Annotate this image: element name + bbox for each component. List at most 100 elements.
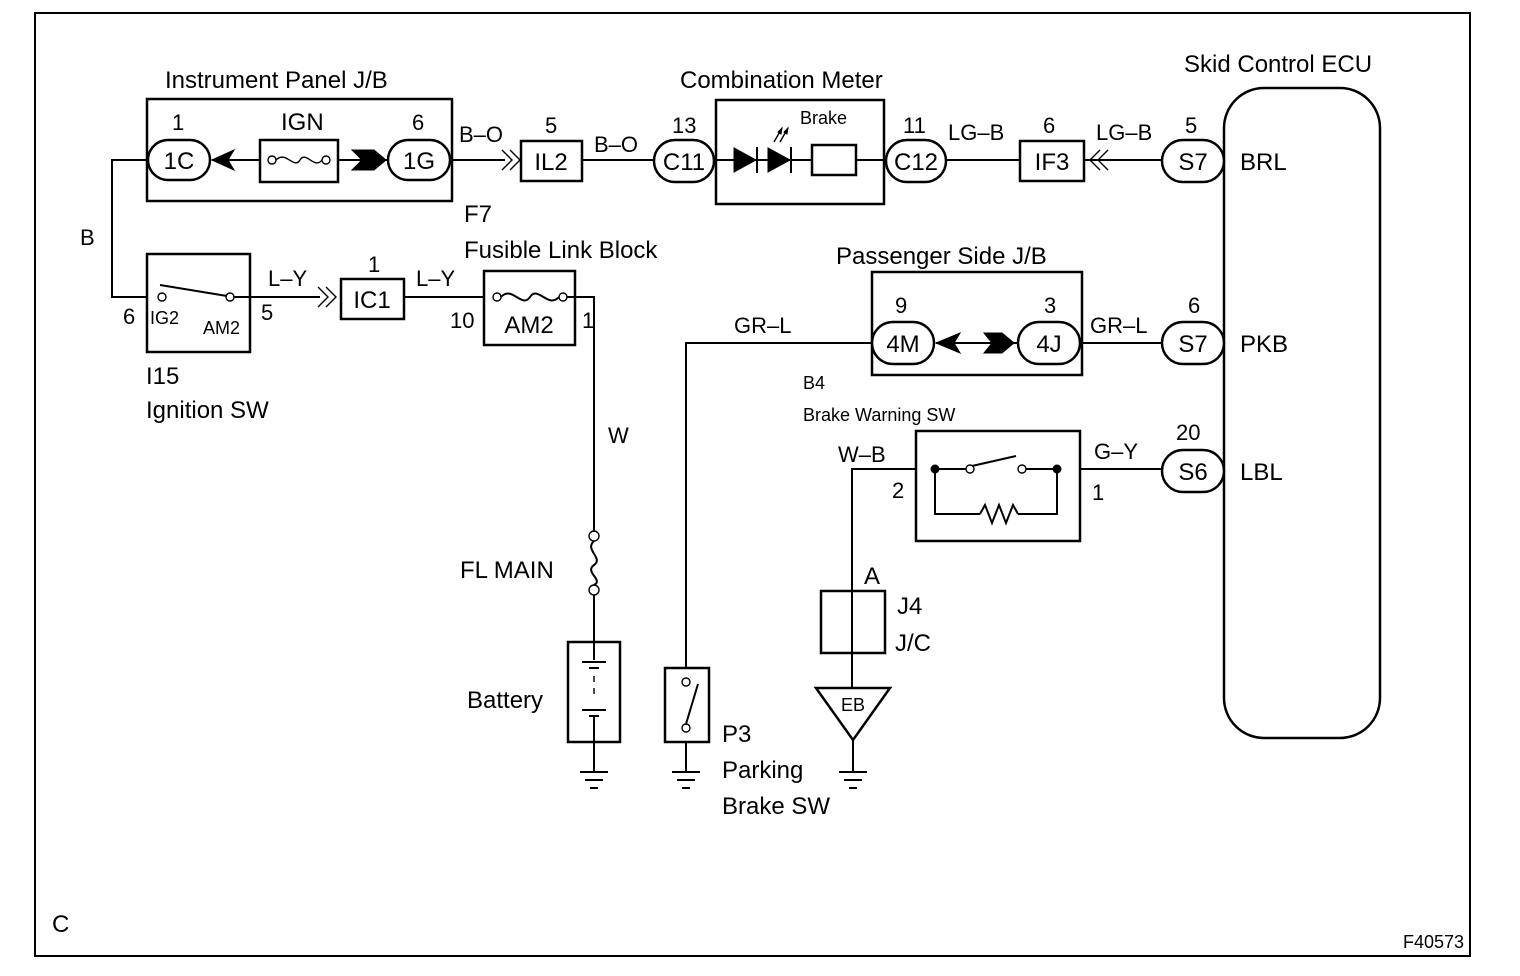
- ecu-connector-s7-pkb: S7: [1178, 331, 1207, 358]
- figure-id: F40573: [1403, 932, 1464, 952]
- resistor-icon: [979, 502, 1019, 526]
- ground-icon: [672, 771, 700, 789]
- combination-meter-title: Combination Meter: [680, 67, 883, 94]
- pjb-pin-3: 3: [1044, 293, 1056, 318]
- wire-l-y-label-1: L–Y: [268, 266, 307, 291]
- skid-control-ecu-title: Skid Control ECU: [1184, 51, 1372, 78]
- connector-chevron-icon: [350, 149, 387, 171]
- fusible-link-ref: F7: [464, 201, 492, 228]
- brake-warning-ref: B4: [803, 373, 825, 393]
- brake-warning-pin-1: 1: [1092, 480, 1104, 505]
- switch-contact-icon: [159, 284, 228, 297]
- ic1-label: IC1: [353, 287, 390, 314]
- c11-pin: 13: [672, 113, 696, 138]
- connector-chevron-icon: [934, 331, 962, 355]
- passenger-side-jb-title: Passenger Side J/B: [836, 243, 1047, 270]
- connector-1g: 1G: [403, 148, 435, 175]
- connector-4m: 4M: [886, 331, 919, 358]
- pjb-pin-9: 9: [895, 293, 907, 318]
- pin-1: 1: [172, 110, 184, 135]
- parking-brake-name-1: Parking: [722, 757, 803, 784]
- if3-pin: 6: [1043, 113, 1055, 138]
- ign-fuse-label: IGN: [281, 109, 324, 136]
- wire-w-label: W: [608, 423, 629, 448]
- wire-l-y-label-2: L–Y: [416, 266, 455, 291]
- ground-eb-label: EB: [841, 695, 865, 715]
- j4-ref: J4: [897, 593, 922, 620]
- junction-if3: 6 IF3: [1018, 113, 1086, 183]
- instrument-panel-jb-title: Instrument Panel J/B: [165, 67, 388, 94]
- il2-label: IL2: [534, 149, 567, 176]
- battery-label: Battery: [467, 687, 543, 714]
- fusible-link-pin-10: 10: [450, 308, 474, 333]
- wire-b-o-label-2: B–O: [594, 132, 638, 157]
- ign-sw-pin-6: 6: [123, 304, 135, 329]
- fl-main-label: FL MAIN: [460, 557, 554, 584]
- ign-sw-pin-5: 5: [261, 300, 273, 325]
- ecu-connector-s7-brl: S7: [1178, 149, 1207, 176]
- c12-pin: 11: [903, 113, 926, 138]
- fl-main: FL MAIN: [460, 530, 600, 596]
- if3-label: IF3: [1035, 149, 1070, 176]
- fusible-link-icon: [500, 292, 560, 302]
- ignition-sw: IG2 AM2 6 5 I15 Ignition SW: [123, 252, 273, 424]
- fusible-link-pin-1: 1: [582, 308, 594, 333]
- ecu-pin-pkb: 6: [1188, 293, 1200, 318]
- fusible-link-fuse-am2: AM2: [504, 312, 553, 339]
- diagram-frame: [34, 12, 1471, 957]
- wire-lg-b-label-1: LG–B: [948, 120, 1004, 145]
- ign-sw-name: Ignition SW: [146, 397, 269, 424]
- wire-gr-l-label-2: GR–L: [1090, 313, 1147, 338]
- ign-sw-term-am2: AM2: [203, 318, 240, 338]
- ic1-pin: 1: [368, 252, 380, 277]
- fusible-link-block: F7 Fusible Link Block AM2 10 1: [450, 201, 658, 347]
- junction-j4: A J4 J/C: [819, 563, 931, 657]
- brake-warning-sw: B4 Brake Warning SW 2 1: [803, 373, 1104, 543]
- wire-lg-b-label-2: LG–B: [1096, 120, 1152, 145]
- ecu-terminal-pkb: PKB: [1240, 331, 1288, 358]
- instrument-panel-jb: Instrument Panel J/B IGN 1 1C 6 1G: [145, 67, 454, 203]
- ground-point-eb: EB: [813, 686, 893, 743]
- wire-g-y-label: G–Y: [1094, 439, 1138, 464]
- combination-meter: Combination Meter Brake 13 C11 11 C12: [652, 67, 948, 206]
- wire-gr-l-label-1: GR–L: [734, 313, 791, 338]
- ecu-connector-s6-lbl: S6: [1178, 459, 1207, 486]
- diode-icon: [733, 147, 758, 173]
- ign-sw-term-ig2: IG2: [150, 308, 179, 328]
- battery: Battery: [467, 640, 622, 744]
- connector-c11: C11: [663, 149, 705, 176]
- ground-icon: [580, 771, 608, 789]
- wire-b-label: B: [80, 225, 95, 250]
- brake-indicator-label: Brake: [800, 108, 847, 128]
- led-icon: [767, 147, 792, 173]
- parking-brake-sw: P3 Parking Brake SW: [663, 666, 830, 820]
- switch-contact-icon: [971, 455, 1017, 467]
- fusible-link-block-title: Fusible Link Block: [464, 237, 658, 264]
- corner-label: C: [52, 911, 69, 938]
- wire-b-o-label-1: B–O: [459, 122, 503, 147]
- brake-warning-name: Brake Warning SW: [803, 405, 955, 425]
- parking-brake-name-2: Brake SW: [722, 793, 830, 820]
- junction-il2: 5 IL2: [519, 113, 584, 183]
- passenger-side-jb: Passenger Side J/B 9 4M 3 4J: [836, 243, 1084, 377]
- connector-chevron-icon: [982, 332, 1015, 354]
- j4-type: J/C: [895, 630, 931, 657]
- connector-c12: C12: [894, 149, 938, 176]
- ground-icon: [839, 771, 867, 789]
- ecu-pin-lbl: 20: [1176, 420, 1200, 445]
- ecu-terminal-brl: BRL: [1240, 149, 1287, 176]
- connector-chevron-icon: [210, 148, 236, 172]
- switch-contact-icon: [685, 683, 699, 725]
- ecu-pin-brl: 5: [1185, 113, 1197, 138]
- connector-4j: 4J: [1036, 331, 1061, 358]
- il2-pin: 5: [545, 113, 557, 138]
- junction-ic1: 1 IC1: [339, 252, 406, 321]
- ign-sw-ref: I15: [146, 363, 179, 390]
- j4-pin-a: A: [864, 563, 880, 590]
- ecu-terminal-lbl: LBL: [1240, 459, 1283, 486]
- connector-1c: 1C: [164, 148, 195, 175]
- fusible-link-icon: [590, 540, 598, 586]
- pin-6: 6: [412, 110, 424, 135]
- brake-warning-pin-2: 2: [892, 478, 904, 503]
